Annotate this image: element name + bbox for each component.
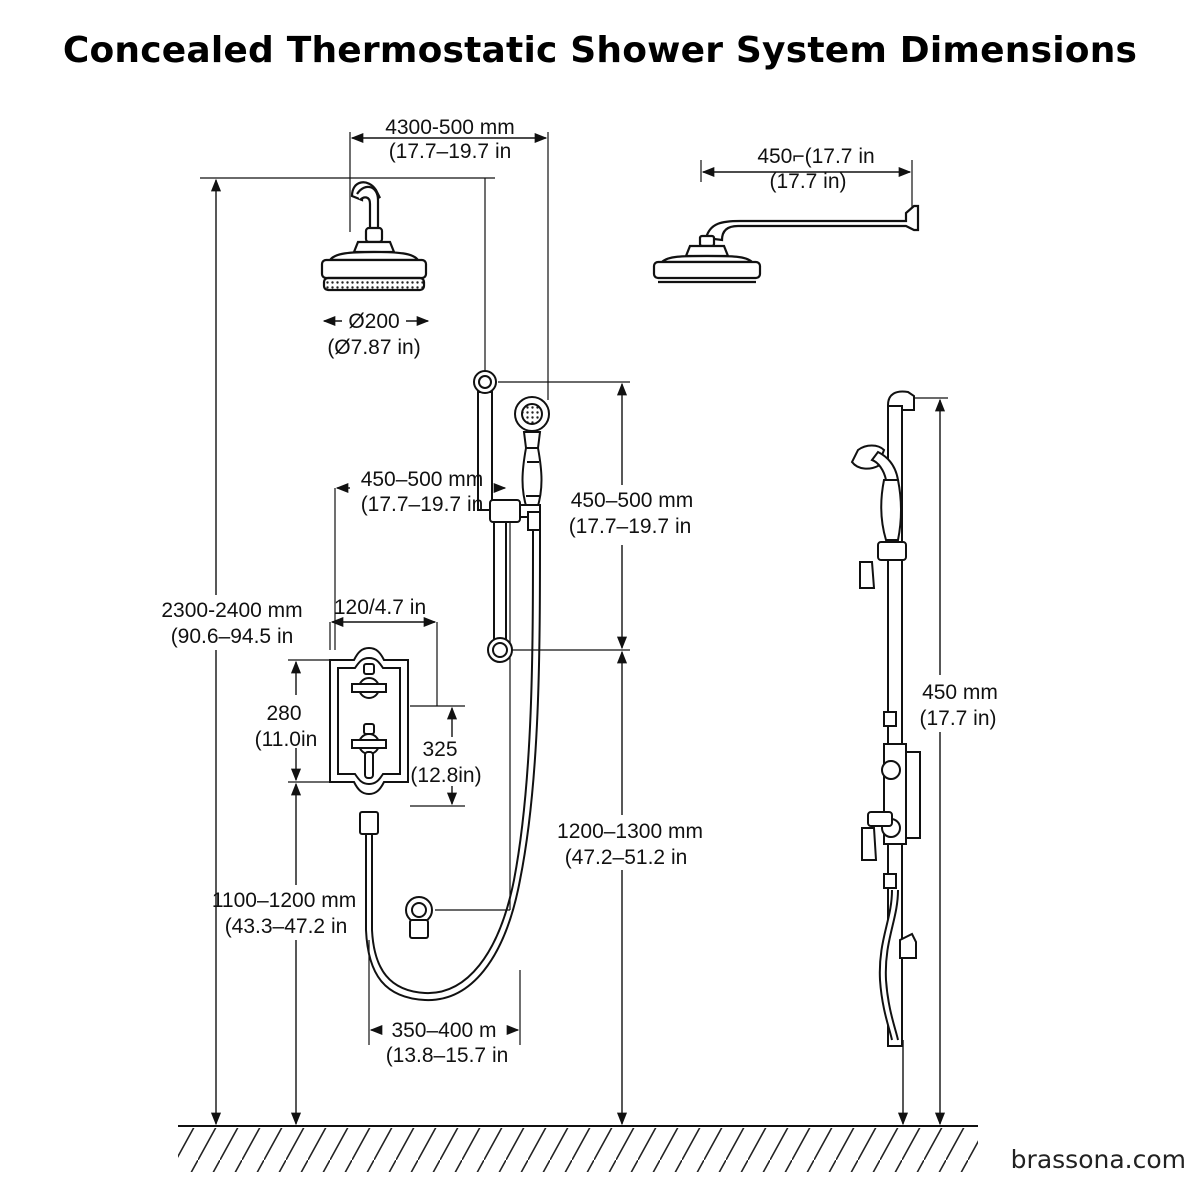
- floor: [178, 1125, 978, 1172]
- side-view-rail: [850, 390, 921, 1047]
- side-arm-mm: 450⌐(17.7 in: [757, 145, 874, 168]
- slide-height-in: (17.7–19.7 in: [569, 515, 692, 538]
- dimension-labels: 4300-500 mm (17.7–19.7 in 450⌐(17.7 in (…: [161, 116, 998, 1067]
- outlet-offset-mm: 450–500 mm: [361, 468, 484, 491]
- arm-projection-in: (17.7–19.7 in: [389, 140, 512, 163]
- overall-height-mm: 2300-2400 mm: [161, 599, 302, 622]
- valve-spacing-mm: 325: [422, 738, 457, 761]
- arm-projection-mm: 4300-500 mm: [385, 116, 515, 139]
- valve-width-label: 120/4.7 in: [334, 596, 426, 619]
- valve-height-mm: 280: [266, 702, 301, 725]
- outlet-offset-in: (17.7–19.7 in: [361, 493, 484, 516]
- bracket-floor-in: (47.2–51.2 in: [565, 846, 688, 869]
- diagram-title: Concealed Thermostatic Shower System Dim…: [62, 30, 1138, 71]
- valve-spacing-in: (12.8in): [410, 764, 481, 787]
- head-diameter-in: (Ø7.87 in): [327, 336, 420, 359]
- shower-hose: [359, 529, 541, 1002]
- valve-floor-in: (43.3–47.2 in: [225, 915, 348, 938]
- head-diameter-mm: Ø200: [348, 310, 399, 333]
- thermostatic-valve: [329, 646, 409, 796]
- valve-height-in: (11.0in: [255, 728, 318, 751]
- brand-watermark: brassona.com: [1010, 1145, 1186, 1174]
- slide-height-mm: 450–500 mm: [571, 489, 694, 512]
- bracket-floor-mm: 1200–1300 mm: [557, 820, 703, 843]
- side-view-shower-arm: [652, 204, 920, 284]
- riser-pipe: [473, 370, 497, 511]
- rail-length-mm: 450 mm: [922, 681, 998, 704]
- overhead-shower-head: [320, 181, 428, 292]
- elbow-offset-mm: 350–400 m: [391, 1019, 496, 1042]
- side-arm-in: (17.7 in): [769, 170, 846, 193]
- valve-floor-mm: 1100–1200 mm: [212, 889, 356, 912]
- elbow-offset-in: (13.8–15.7 in: [386, 1044, 509, 1067]
- rail-length-in: (17.7 in): [919, 707, 996, 730]
- hand-shower: [514, 396, 550, 513]
- dimension-lines: [210, 132, 946, 1126]
- slide-rail: [487, 499, 541, 663]
- wall-outlet: [405, 896, 433, 939]
- overall-height-in: (90.6–94.5 in: [171, 625, 294, 648]
